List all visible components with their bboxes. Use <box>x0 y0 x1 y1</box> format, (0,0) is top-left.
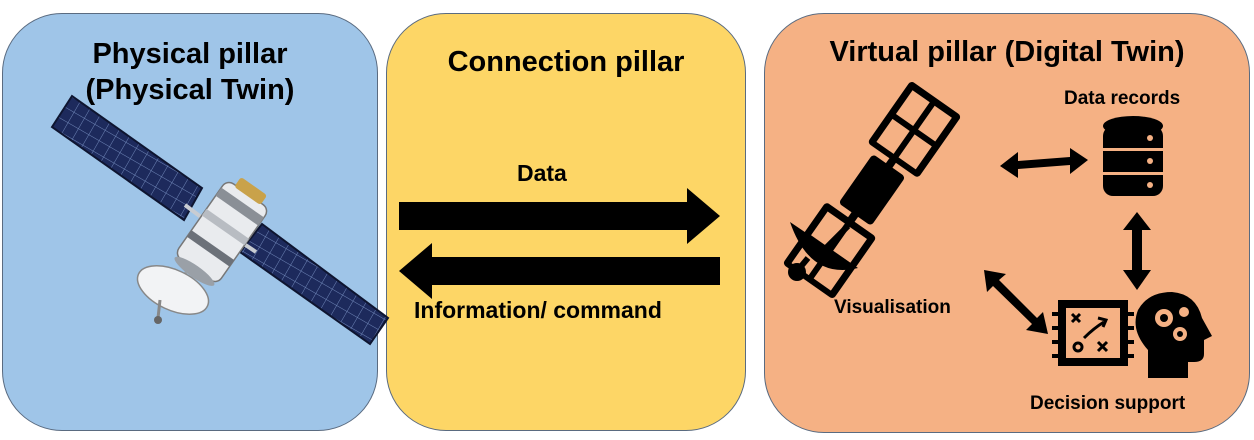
physical-title-line2: (Physical Twin) <box>85 74 295 106</box>
visualisation-label: Visualisation <box>834 297 951 318</box>
satellite-icon <box>783 82 961 298</box>
solar-panel-left <box>50 94 204 222</box>
double-arrow-icon <box>984 148 1151 334</box>
data-label: Data <box>517 160 567 186</box>
satellite-photo <box>50 94 390 346</box>
solar-panel-right <box>238 222 390 346</box>
virtual-pillar-title: Virtual pillar (Digital Twin) <box>829 36 1185 68</box>
information-arrow-left <box>399 243 720 299</box>
strategy-board-icon <box>1052 300 1134 366</box>
database-icon <box>1103 116 1163 196</box>
satellite-dish-icon <box>788 222 858 281</box>
decision-support-label: Decision support <box>1030 393 1186 414</box>
physical-pillar-panel <box>2 13 378 431</box>
data-arrow-right <box>399 188 720 244</box>
information-command-label: Information/ command <box>414 297 662 323</box>
data-records-label: Data records <box>1064 88 1181 109</box>
physical-title-line1: Physical pillar <box>92 38 288 70</box>
head-gears-icon <box>1135 292 1212 378</box>
satellite-body <box>174 178 268 286</box>
physical-pillar-title: Physical pillar (Physical Twin) <box>40 36 340 108</box>
connection-pillar-title: Connection pillar <box>447 46 685 78</box>
